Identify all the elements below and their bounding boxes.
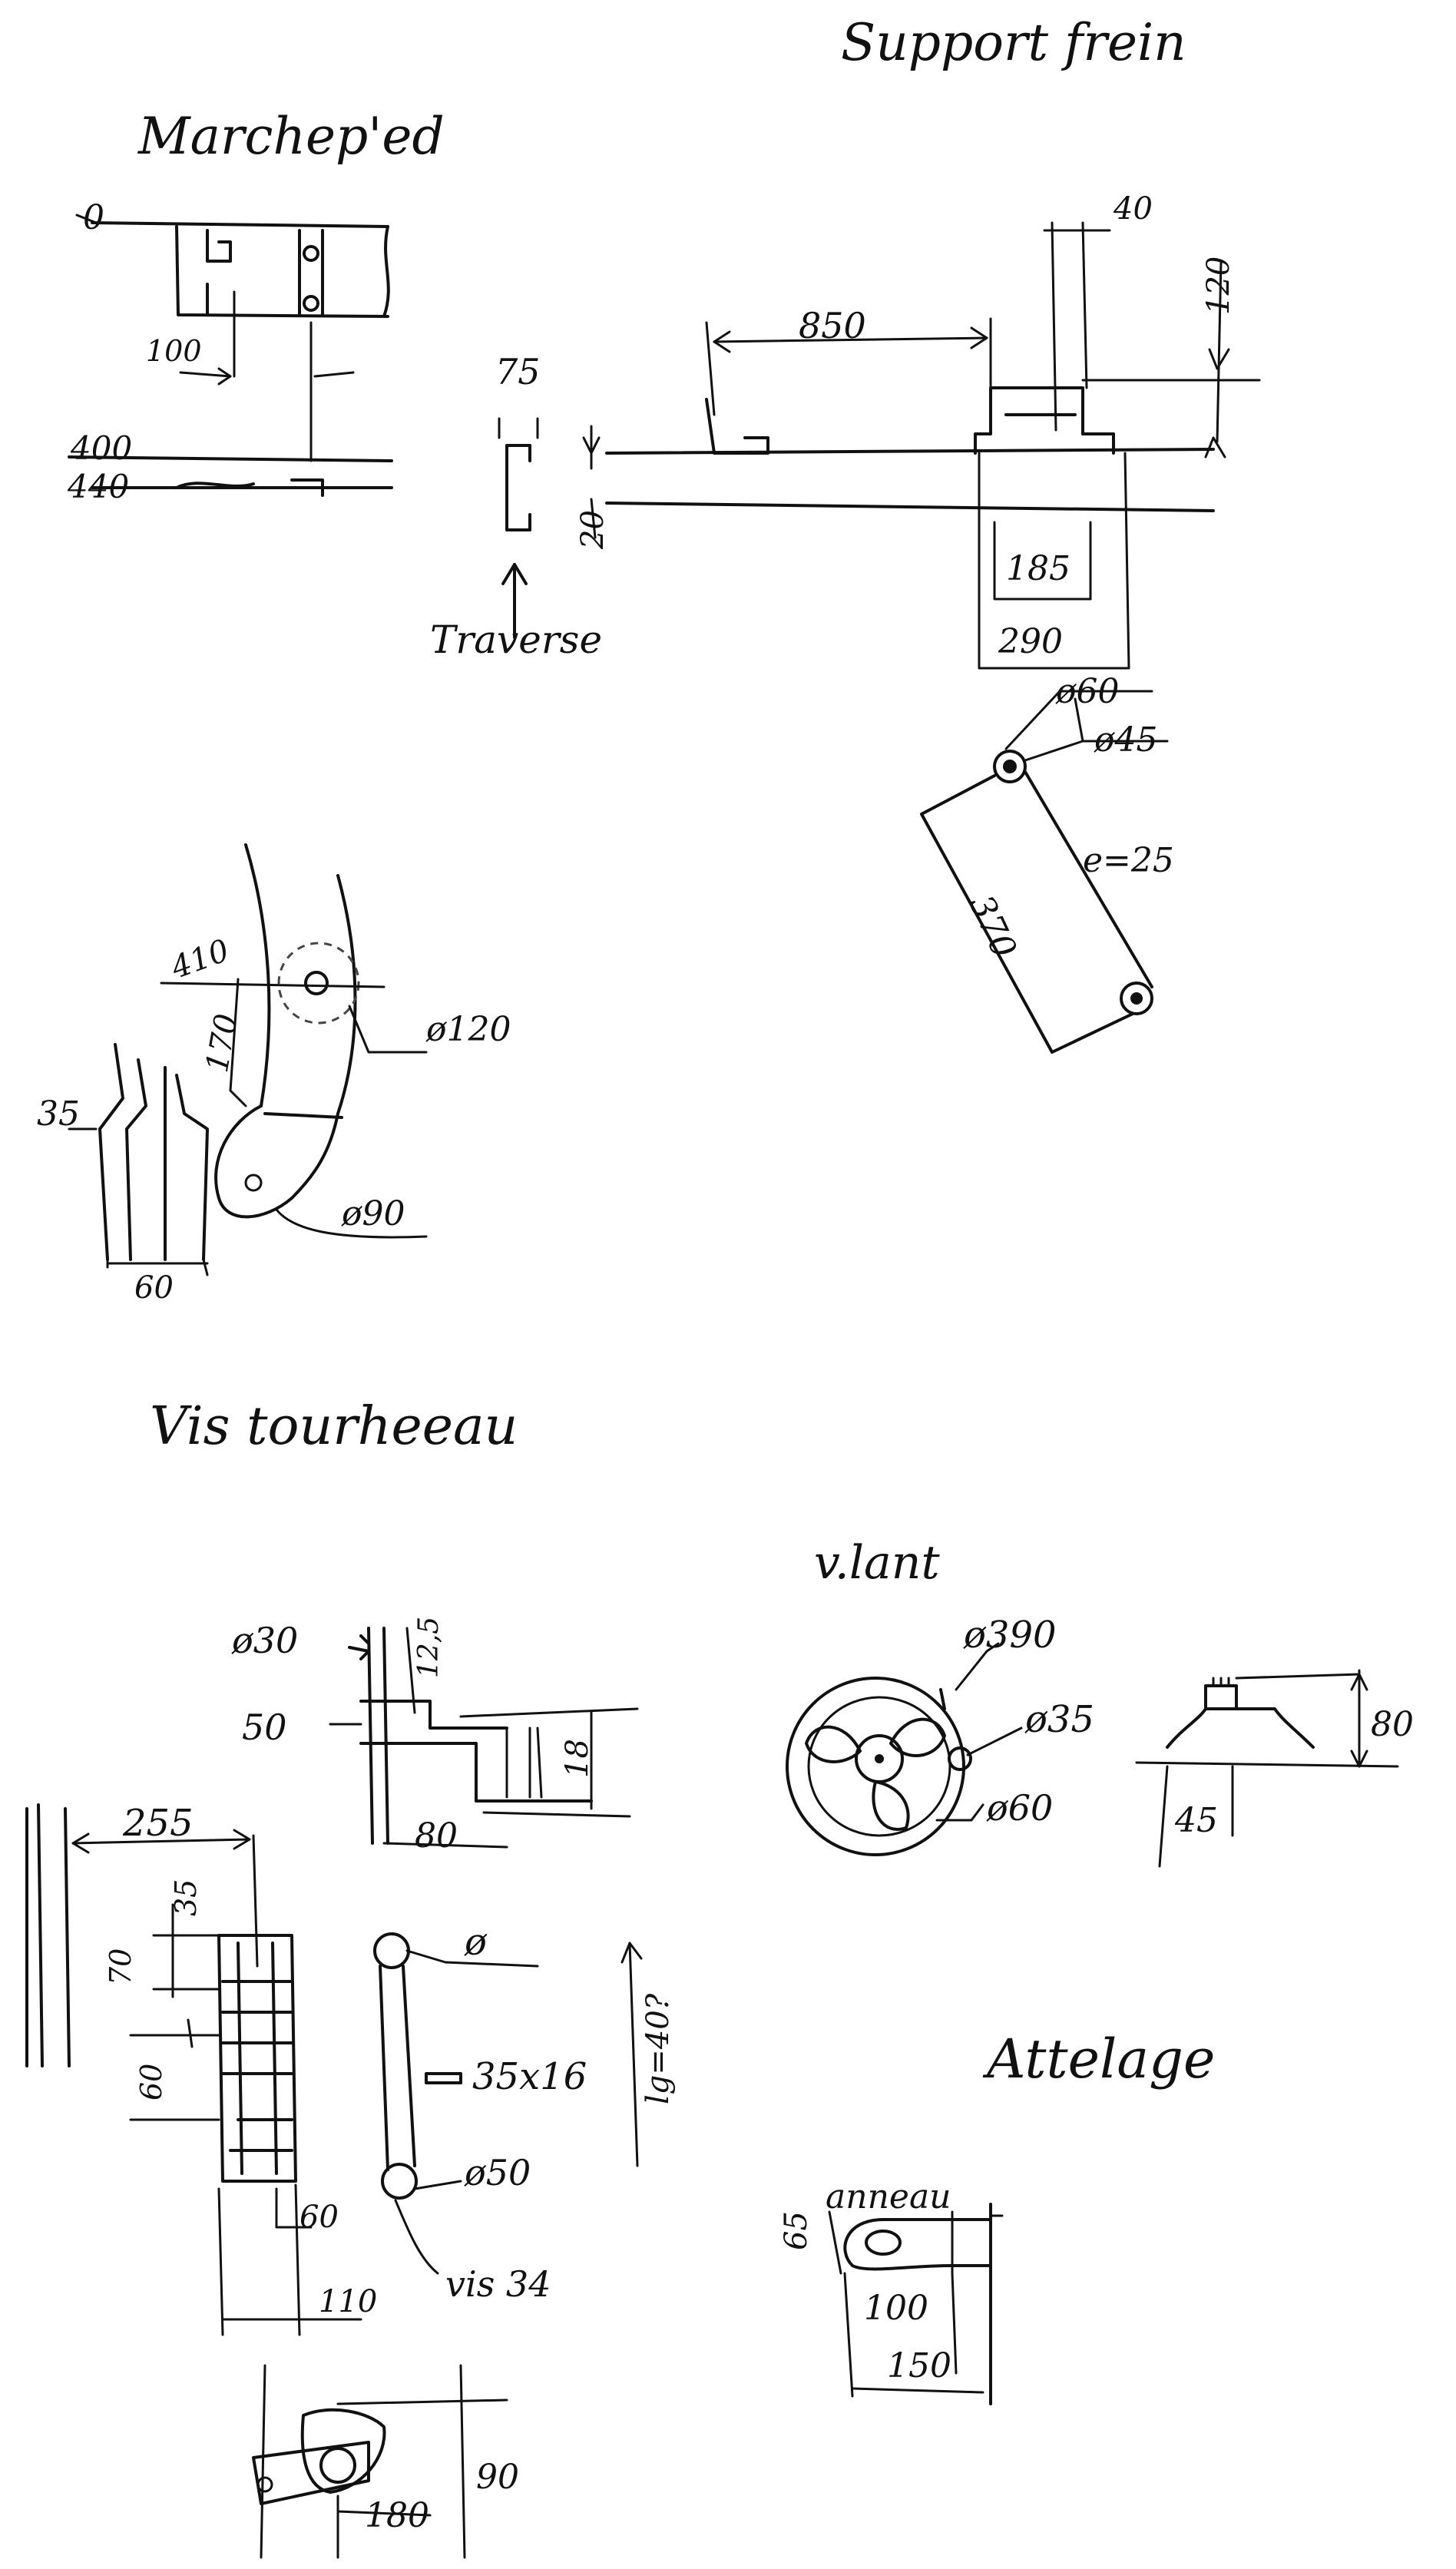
vis-lg-note: lg=40? <box>640 1993 676 2104</box>
vis-dim-80: 80 <box>415 1816 458 1856</box>
support-frein-dim-290: 290 <box>998 622 1063 661</box>
marchepied-sketch <box>68 214 393 497</box>
vis-side-sketch <box>25 1803 362 2336</box>
support-frein-dim-d60: ø60 <box>1055 672 1119 711</box>
attelage-dim-100: 100 <box>864 2289 928 2328</box>
attelage-dim-65: 65 <box>779 2211 814 2250</box>
volant-dim-d390: ø390 <box>963 1614 1057 1657</box>
volant-dim-80: 80 <box>1371 1705 1414 1744</box>
vis-dim-d50: ø50 <box>464 2152 531 2193</box>
vis-dim-35x16: 35x16 <box>472 2055 587 2098</box>
vis-bottom-sketch <box>252 2364 508 2559</box>
vis-dim-12-5: 12,5 <box>413 1617 445 1678</box>
marchepied-dim-75: 75 <box>495 351 541 392</box>
title-support-frein: Support frein <box>841 13 1186 72</box>
brake-arm-sketch <box>920 690 1169 1054</box>
vis-dim-110: 110 <box>319 2284 377 2319</box>
vis-dim-180: 180 <box>365 2496 429 2535</box>
volant-sketch <box>786 1642 1023 1856</box>
volant-dim-d60: ø60 <box>986 1787 1053 1829</box>
vis-top-sketch <box>329 1627 639 1849</box>
support-frein-dim-120: 120 <box>1201 257 1236 315</box>
attelage-sketch <box>828 2203 1004 2405</box>
title-vis-tambour: Vis tourheeau <box>150 1396 518 1457</box>
levier-dim-60: 60 <box>134 1270 174 1306</box>
marchepied-dim-440: 440 <box>67 468 129 505</box>
lg-arrow <box>620 1942 643 2167</box>
support-frein-dim-185: 185 <box>1006 549 1070 588</box>
title-attelage: Attelage <box>982 2028 1215 2091</box>
support-frein-dim-850: 850 <box>799 305 866 346</box>
attelage-dim-150: 150 <box>887 2346 951 2385</box>
vis-dim-60-left: 60 <box>134 2064 168 2101</box>
levier-dim-35: 35 <box>37 1094 80 1134</box>
vis-dim-18: 18 <box>560 1739 595 1778</box>
support-frein-dim-40: 40 <box>1113 191 1153 227</box>
vis-dim-90: 90 <box>476 2458 519 2497</box>
title-volant: v.lant <box>814 1536 940 1590</box>
title-marchepied: Marchep'ed <box>137 107 445 166</box>
traverse-label: Traverse <box>430 617 602 662</box>
vis-dim-50: 50 <box>242 1707 287 1748</box>
levier-dim-d90: ø90 <box>341 1194 405 1233</box>
volant-dim-d35: ø35 <box>1024 1698 1094 1741</box>
vis-dim-35: 35 <box>169 1879 203 1916</box>
volant-dim-45: 45 <box>1174 1801 1218 1840</box>
support-frein-dim-20: 20 <box>575 510 611 550</box>
vis-dim-d: ø <box>464 1921 488 1964</box>
levier-dim-170: 170 <box>200 1011 245 1075</box>
support-frein-dim-e25: e=25 <box>1083 841 1174 880</box>
volant-side-sketch <box>1135 1669 1399 1868</box>
marchepied-dim-0: 0 <box>83 198 104 237</box>
vis-dim-d30: ø30 <box>231 1620 298 1661</box>
support-frein-dim-370: 370 <box>961 889 1024 965</box>
vis-dim-70: 70 <box>104 1948 137 1985</box>
levier-sketch <box>68 843 428 1276</box>
marchepied-dim-400: 400 <box>70 429 132 467</box>
traverse-profile <box>498 417 539 639</box>
levier-dim-d120: ø120 <box>425 1010 511 1049</box>
vis-handle-sketch <box>373 1932 539 2275</box>
vis-dim-255: 255 <box>122 1802 194 1845</box>
attelage-anneau-label: anneau <box>826 2177 951 2216</box>
vis-34-label: vis 34 <box>445 2263 551 2305</box>
support-frein-sketch <box>582 221 1261 670</box>
levier-dim-410: 410 <box>166 933 233 987</box>
marchepied-dim-100: 100 <box>146 334 202 368</box>
support-frein-dim-d45: ø45 <box>1094 720 1157 760</box>
vis-dim-60-small: 60 <box>299 2200 339 2235</box>
